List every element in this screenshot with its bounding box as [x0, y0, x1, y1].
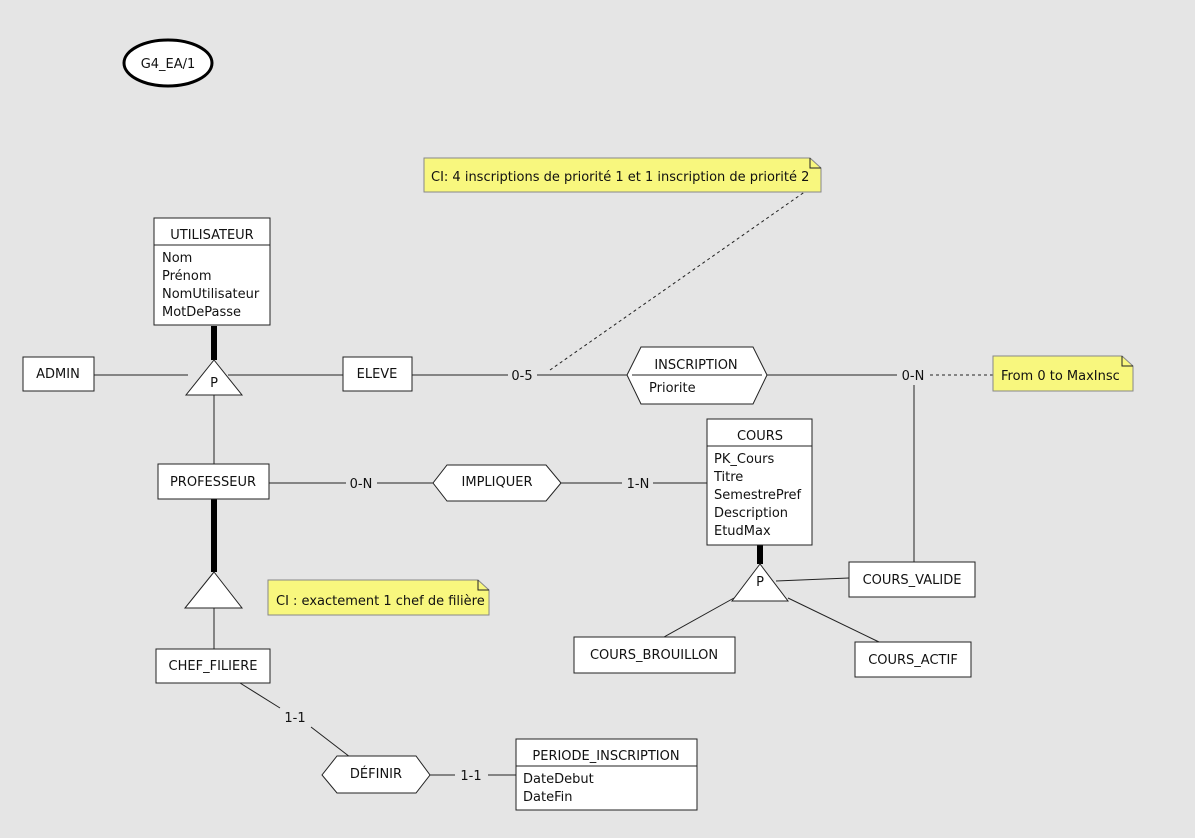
entity-attribute: MotDePasse — [162, 305, 241, 320]
entity-attribute: Nom — [162, 251, 192, 266]
cardinality-eleve-inscription: 0-5 — [511, 369, 532, 384]
entity-title: ADMIN — [36, 367, 80, 382]
entity-attribute: Description — [714, 506, 788, 521]
cours-valide-link — [775, 577, 850, 582]
entity-cours-actif[interactable]: COURS_ACTIF — [854, 641, 972, 678]
note-text: CI : exactement 1 chef de filière — [276, 594, 485, 609]
entity-periode-inscription[interactable]: PERIODE_INSCRIPTION DateDebut DateFin — [515, 738, 698, 811]
cours-actif-link — [787, 597, 880, 643]
entity-title: COURS_ACTIF — [868, 653, 958, 668]
entity-title: COURS — [737, 429, 783, 444]
entity-title: PERIODE_INSCRIPTION — [532, 749, 679, 764]
relationship-definir[interactable]: DÉFINIR — [321, 755, 431, 794]
note-priorite-connector — [549, 183, 817, 371]
relationship-impliquer[interactable]: IMPLIQUER — [432, 464, 562, 502]
cardinality-professeur-impliquer: 0-N — [350, 477, 373, 492]
cardinality-impliquer-cours: 1-N — [627, 477, 650, 492]
chef-definir-link-b — [310, 726, 351, 758]
entity-attribute: PK_Cours — [714, 452, 774, 467]
entity-professeur[interactable]: PROFESSEUR — [157, 463, 270, 500]
relationship-title: IMPLIQUER — [462, 475, 533, 490]
relationship-title: INSCRIPTION — [654, 358, 737, 373]
cardinality-inscription-cours: 0-N — [902, 369, 925, 384]
note-priorite[interactable]: CI: 4 inscriptions de priorité 1 et 1 in… — [423, 157, 822, 193]
entity-cours-brouillon[interactable]: COURS_BROUILLON — [573, 636, 736, 674]
entity-attribute: SemestrePref — [714, 488, 802, 503]
cours-brouillon-link — [663, 597, 735, 638]
note-max-insc[interactable]: From 0 to MaxInsc — [992, 355, 1134, 392]
entity-cours-valide[interactable]: COURS_VALIDE — [848, 561, 976, 598]
entity-cours[interactable]: COURS PK_Cours Titre SemestrePref Descri… — [706, 418, 813, 546]
entity-title: PROFESSEUR — [170, 475, 256, 490]
relationship-attribute: Priorite — [649, 381, 696, 396]
note-text: From 0 to MaxInsc — [1001, 369, 1120, 384]
entity-chef-filiere[interactable]: CHEF_FILIERE — [155, 648, 271, 684]
entity-title: UTILISATEUR — [170, 228, 253, 243]
entity-attribute: DateDebut — [523, 772, 594, 787]
entity-eleve[interactable]: ELEVE — [342, 356, 413, 392]
entity-attribute: NomUtilisateur — [162, 287, 260, 302]
diagram-id: G4_EA/1 — [141, 57, 196, 72]
chef-definir-link-a — [239, 682, 281, 709]
entity-utilisateur[interactable]: UTILISATEUR Nom Prénom NomUtilisateur Mo… — [153, 217, 271, 326]
entity-attribute: DateFin — [523, 790, 572, 805]
cardinality-definir-periode: 1-1 — [460, 769, 481, 784]
entity-title: COURS_BROUILLON — [590, 648, 718, 663]
cardinality-chef-definir: 1-1 — [284, 711, 305, 726]
entity-title: ELEVE — [357, 367, 398, 382]
note-chef[interactable]: CI : exactement 1 chef de filière — [267, 579, 490, 616]
entity-title: COURS_VALIDE — [863, 573, 962, 588]
entity-attribute: Titre — [713, 470, 743, 485]
entity-attribute: Prénom — [162, 269, 212, 284]
note-text: CI: 4 inscriptions de priorité 1 et 1 in… — [431, 170, 809, 185]
entity-attribute: EtudMax — [714, 524, 771, 539]
entity-title: CHEF_FILIERE — [169, 659, 258, 674]
professeur-specialization-triangle — [183, 571, 244, 609]
utilisateur-specialization-label: P — [210, 376, 218, 391]
diagram-id-badge: G4_EA/1 — [122, 38, 214, 88]
relationship-title: DÉFINIR — [350, 766, 402, 782]
utilisateur-specialization-triangle: P — [184, 359, 244, 396]
cours-specialization-triangle: P — [730, 563, 790, 602]
relationship-inscription[interactable]: INSCRIPTION Priorite — [626, 346, 768, 405]
entity-admin[interactable]: ADMIN — [22, 356, 95, 392]
cours-specialization-label: P — [756, 575, 764, 590]
